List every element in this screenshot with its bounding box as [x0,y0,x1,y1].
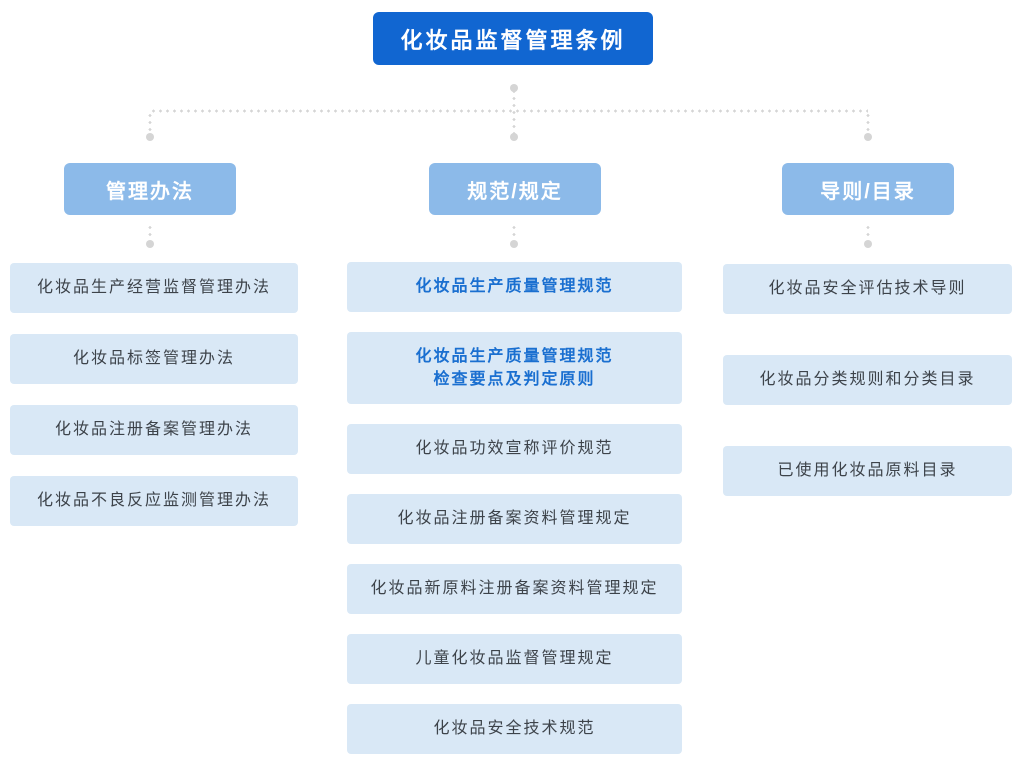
connector-dot-right [864,133,872,141]
branch-header-guidelines-catalogs: 导则/目录 [782,163,954,215]
diagram-node: 化妆品生产质量管理规范 [347,262,682,312]
connector-dot-under-header-left [146,240,154,248]
diagram-node: 化妆品生产质量管理规范 检查要点及判定原则 [347,332,682,404]
connector-dot-under-header-middle [510,240,518,248]
connector-under-header-right [866,224,870,242]
diagram-node: 已使用化妆品原料目录 [723,446,1012,496]
diagram-node: 化妆品标签管理办法 [10,334,298,384]
diagram-node: 化妆品安全评估技术导则 [723,264,1012,314]
connector-root-vertical [512,88,516,138]
diagram-node: 化妆品新原料注册备案资料管理规定 [347,564,682,614]
branch-header-standards-provisions: 规范/规定 [429,163,601,215]
connector-dot-left [146,133,154,141]
connector-dot-under-header-right [864,240,872,248]
connector-under-header-left [148,224,152,242]
connector-dot-root-top [510,84,518,92]
connector-horizontal [150,109,868,113]
diagram-node: 化妆品分类规则和分类目录 [723,355,1012,405]
diagram-node: 儿童化妆品监督管理规定 [347,634,682,684]
diagram-node: 化妆品注册备案资料管理规定 [347,494,682,544]
connector-right-vertical [866,112,870,138]
column-guidelines-catalogs: 化妆品安全评估技术导则化妆品分类规则和分类目录已使用化妆品原料目录 [723,264,1012,496]
connector-under-header-middle [512,224,516,242]
column-management-measures: 化妆品生产经营监督管理办法化妆品标签管理办法化妆品注册备案管理办法化妆品不良反应… [10,263,298,526]
root-node: 化妆品监督管理条例 [373,12,653,65]
column-standards-provisions: 化妆品生产质量管理规范化妆品生产质量管理规范 检查要点及判定原则化妆品功效宣称评… [347,262,682,754]
diagram-node: 化妆品安全技术规范 [347,704,682,754]
diagram-node: 化妆品不良反应监测管理办法 [10,476,298,526]
connector-dot-middle [510,133,518,141]
connector-left-vertical [148,112,152,138]
diagram-node: 化妆品注册备案管理办法 [10,405,298,455]
diagram-node: 化妆品生产经营监督管理办法 [10,263,298,313]
diagram-node: 化妆品功效宣称评价规范 [347,424,682,474]
branch-header-management-measures: 管理办法 [64,163,236,215]
